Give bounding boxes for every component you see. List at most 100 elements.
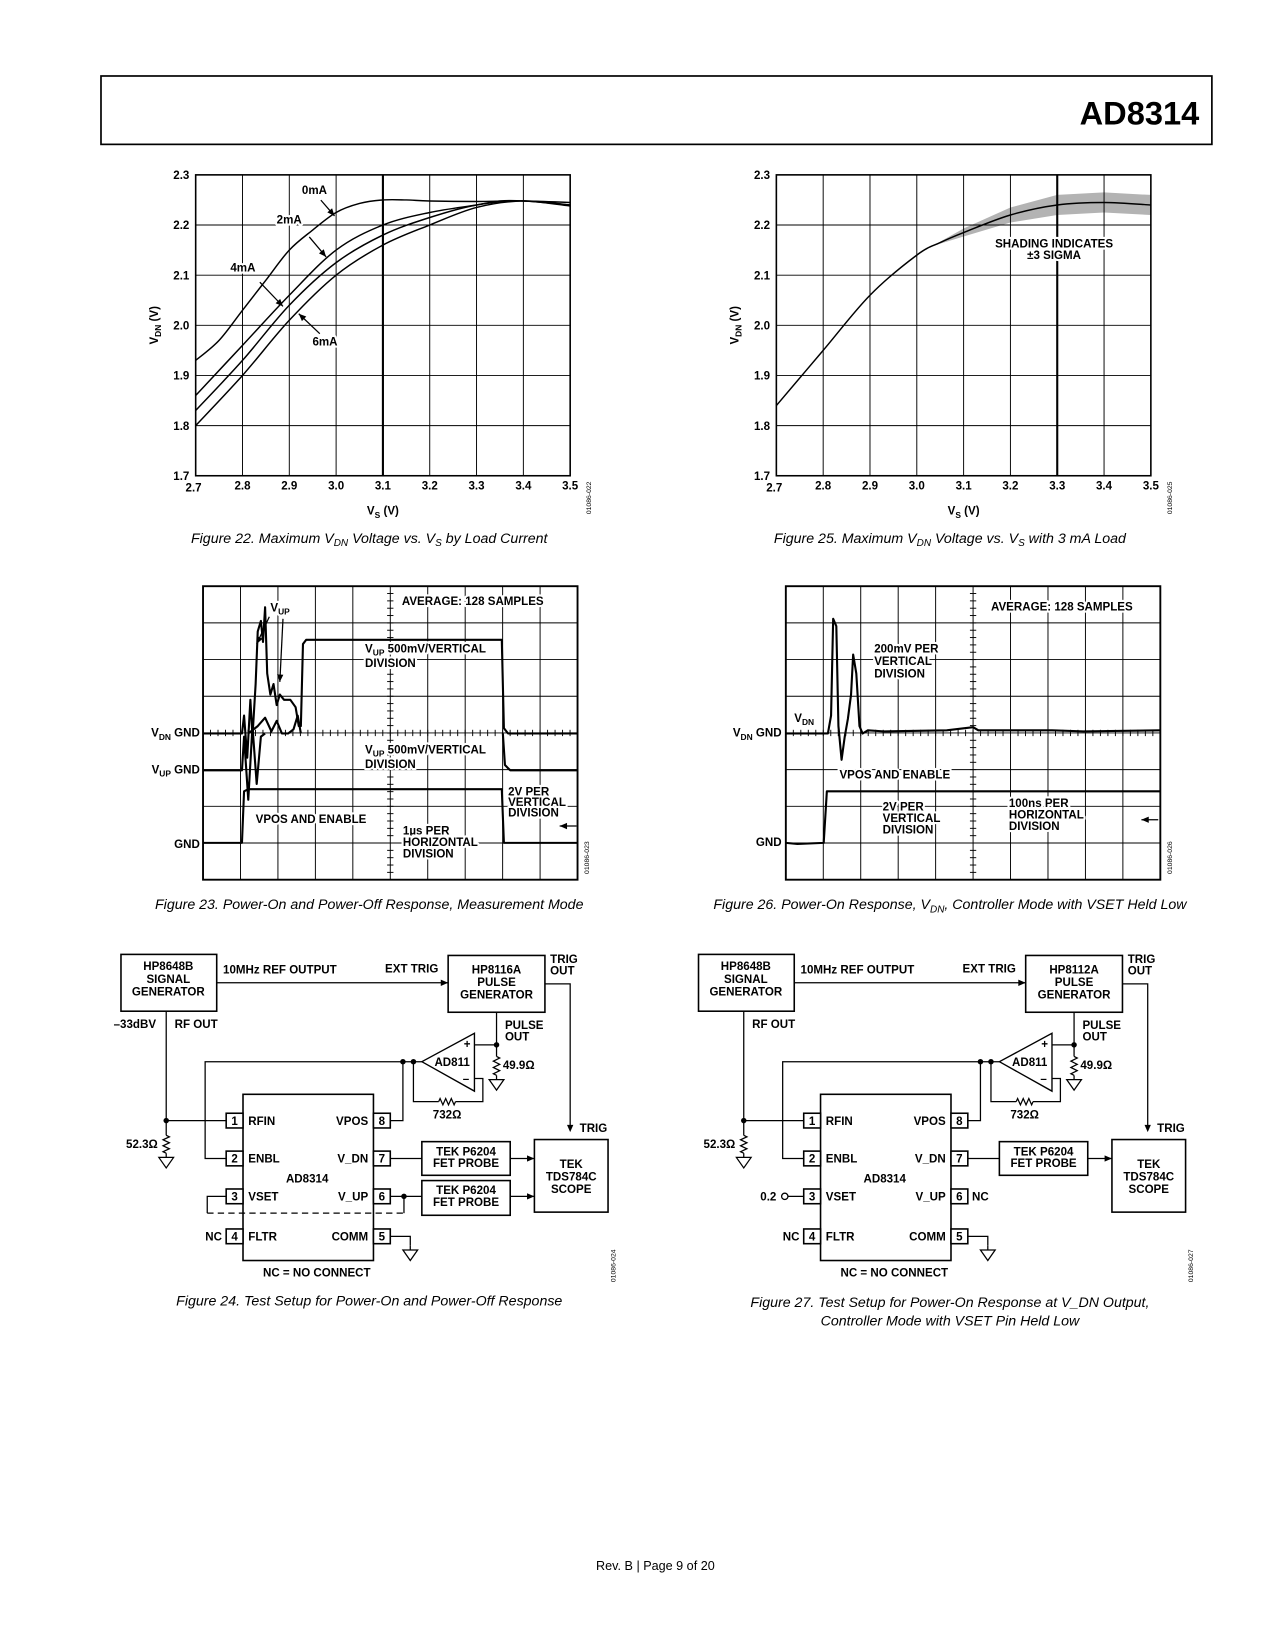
- ground-icon: [487, 1078, 506, 1092]
- x-tick-label: 3.4: [515, 480, 532, 492]
- vdn-gnd-label-tail: GND: [753, 728, 782, 740]
- pulse-out-label: PULSE: [1082, 1020, 1121, 1032]
- pin-number: 3: [231, 1192, 238, 1204]
- x-tick-label: 2.7: [766, 483, 782, 495]
- caption-part: S: [1018, 538, 1025, 549]
- signal-generator-label: SIGNAL: [146, 974, 190, 986]
- vup-trace: [203, 606, 578, 759]
- resistor-icon: [739, 1134, 749, 1154]
- vup-gnd-label: VUP GND: [152, 764, 200, 778]
- y-tick-label: 1.8: [173, 421, 190, 433]
- sigma-shading-band: [940, 192, 1151, 244]
- chip-label: AD8314: [286, 1174, 329, 1186]
- x-tick-label: 2.8: [815, 480, 832, 492]
- figure-caption: Figure 24. Test Setup for Power-On and P…: [176, 1294, 562, 1310]
- horizontal-scale-label: 1µs PER: [403, 825, 450, 837]
- pin-number: 3: [809, 1192, 816, 1204]
- vdn-gnd-label-subscript: DN: [741, 732, 753, 742]
- pin-name-rfin: RFIN: [248, 1116, 275, 1128]
- page-footer: Rev. B | Page 9 of 20: [596, 1559, 715, 1573]
- y-axis-label-subscript: DN: [734, 325, 744, 337]
- ext-trig-label: EXT TRIG: [385, 963, 438, 975]
- pin4-nc-label: NC: [783, 1232, 800, 1244]
- arrowhead-icon: [318, 249, 327, 257]
- wire: [990, 1061, 1017, 1103]
- horizontal-scale-label: HORIZONTAL: [403, 837, 478, 849]
- x-tick-label: 3.1: [375, 480, 392, 492]
- x-axis-label-base: V: [948, 506, 956, 518]
- pin-number: 8: [956, 1116, 963, 1128]
- horizontal-scale-label: HORIZONTAL: [1009, 810, 1084, 822]
- vset-voltage-label: 0.2: [760, 1192, 776, 1204]
- curve-label-l6: 6mA: [312, 336, 338, 348]
- signal-generator-label: HP8648B: [721, 961, 771, 973]
- pin-name-v_up: V_UP: [916, 1192, 946, 1204]
- x-tick-label: 3.4: [1096, 480, 1113, 492]
- caption-part: S: [435, 538, 442, 549]
- x-tick-label: 3.5: [562, 480, 579, 492]
- resistor-icon: [1069, 1055, 1079, 1076]
- trig-out-label: OUT: [1128, 965, 1152, 977]
- load-resistor-label: 49.9Ω: [503, 1060, 535, 1072]
- scope-label: TDS784C: [546, 1172, 597, 1184]
- pulse-generator-label: GENERATOR: [1038, 990, 1111, 1002]
- y-tick-label: 1.8: [754, 421, 771, 433]
- page-header: AD8314: [100, 75, 1213, 146]
- pin-box-8: [372, 1112, 392, 1129]
- vup-label-subscript: UP: [278, 607, 290, 617]
- gnd-label: GND: [174, 839, 200, 851]
- pin-number: 7: [379, 1154, 385, 1166]
- pin-number: 6: [956, 1192, 963, 1204]
- pin-name-vset: VSET: [826, 1192, 856, 1204]
- feedback-resistor-label: 732Ω: [433, 1110, 462, 1122]
- ground-icon: [735, 1156, 753, 1170]
- pulse-out-label: PULSE: [505, 1020, 544, 1032]
- x-axis-label-tail: (V): [961, 506, 980, 518]
- trig-out-label: TRIG: [1128, 954, 1156, 966]
- horizontal-scale-label: DIVISION: [403, 849, 454, 861]
- no-connect-note: NC = NO CONNECT: [263, 1267, 371, 1279]
- vup-scale-label: VUP 500mV/VERTICAL: [365, 643, 486, 657]
- pulse-generator-label: GENERATOR: [460, 990, 533, 1002]
- pin-box-2: [802, 1150, 822, 1167]
- ref-output-label: 10MHz REF OUTPUT: [801, 964, 915, 976]
- x-tick-label: 3.0: [328, 480, 344, 492]
- pin4-nc-label: NC: [205, 1232, 222, 1244]
- resistor-icon: [491, 1055, 502, 1076]
- fet-probe-label: TEK P6204: [436, 1185, 496, 1197]
- resistor-icon: [1015, 1096, 1034, 1107]
- vup-gnd-label-subscript: UP: [159, 769, 171, 779]
- vup-scale-label-division: DIVISION: [365, 658, 416, 670]
- series-line-0mA: [195, 198, 571, 361]
- vup-scale-label-division: DIVISION: [365, 759, 416, 771]
- pin-box-1: [802, 1112, 822, 1129]
- opamp-minus: –: [463, 1074, 470, 1086]
- figure-caption: Controller Mode with VSET Pin Held Low: [821, 1314, 1080, 1330]
- chip-label: AD8314: [863, 1174, 906, 1186]
- pulse-generator-label: PULSE: [1055, 977, 1094, 989]
- x-axis-label-base: V: [367, 506, 375, 518]
- y-axis-label-tail: (V): [729, 306, 741, 325]
- caption-part: DN: [334, 538, 349, 549]
- ground-icon: [401, 1249, 419, 1262]
- x-tick-label: 3.3: [1049, 480, 1066, 492]
- header-frame: [100, 75, 1213, 146]
- vup-gnd-trace: [203, 725, 266, 801]
- arrowhead-icon: [527, 1193, 535, 1200]
- load-resistor-label: 49.9Ω: [1080, 1060, 1112, 1072]
- wire: [967, 1235, 989, 1246]
- arrowhead-icon: [527, 1155, 535, 1162]
- signal-generator-box: [120, 953, 218, 1012]
- figure-caption: Figure 23. Power-On and Power-Off Respon…: [155, 897, 584, 913]
- vertical-scale-label: 2V PER: [883, 801, 925, 813]
- series-line-6mA: [195, 200, 571, 427]
- wire: [455, 1077, 484, 1103]
- wire: [967, 1061, 982, 1122]
- y-tick-label: 2.2: [173, 220, 189, 232]
- pin-number: 1: [809, 1116, 816, 1128]
- y-tick-label: 2.3: [173, 170, 190, 182]
- arrowhead-icon: [277, 674, 284, 682]
- vdn-label-base: V: [794, 713, 802, 725]
